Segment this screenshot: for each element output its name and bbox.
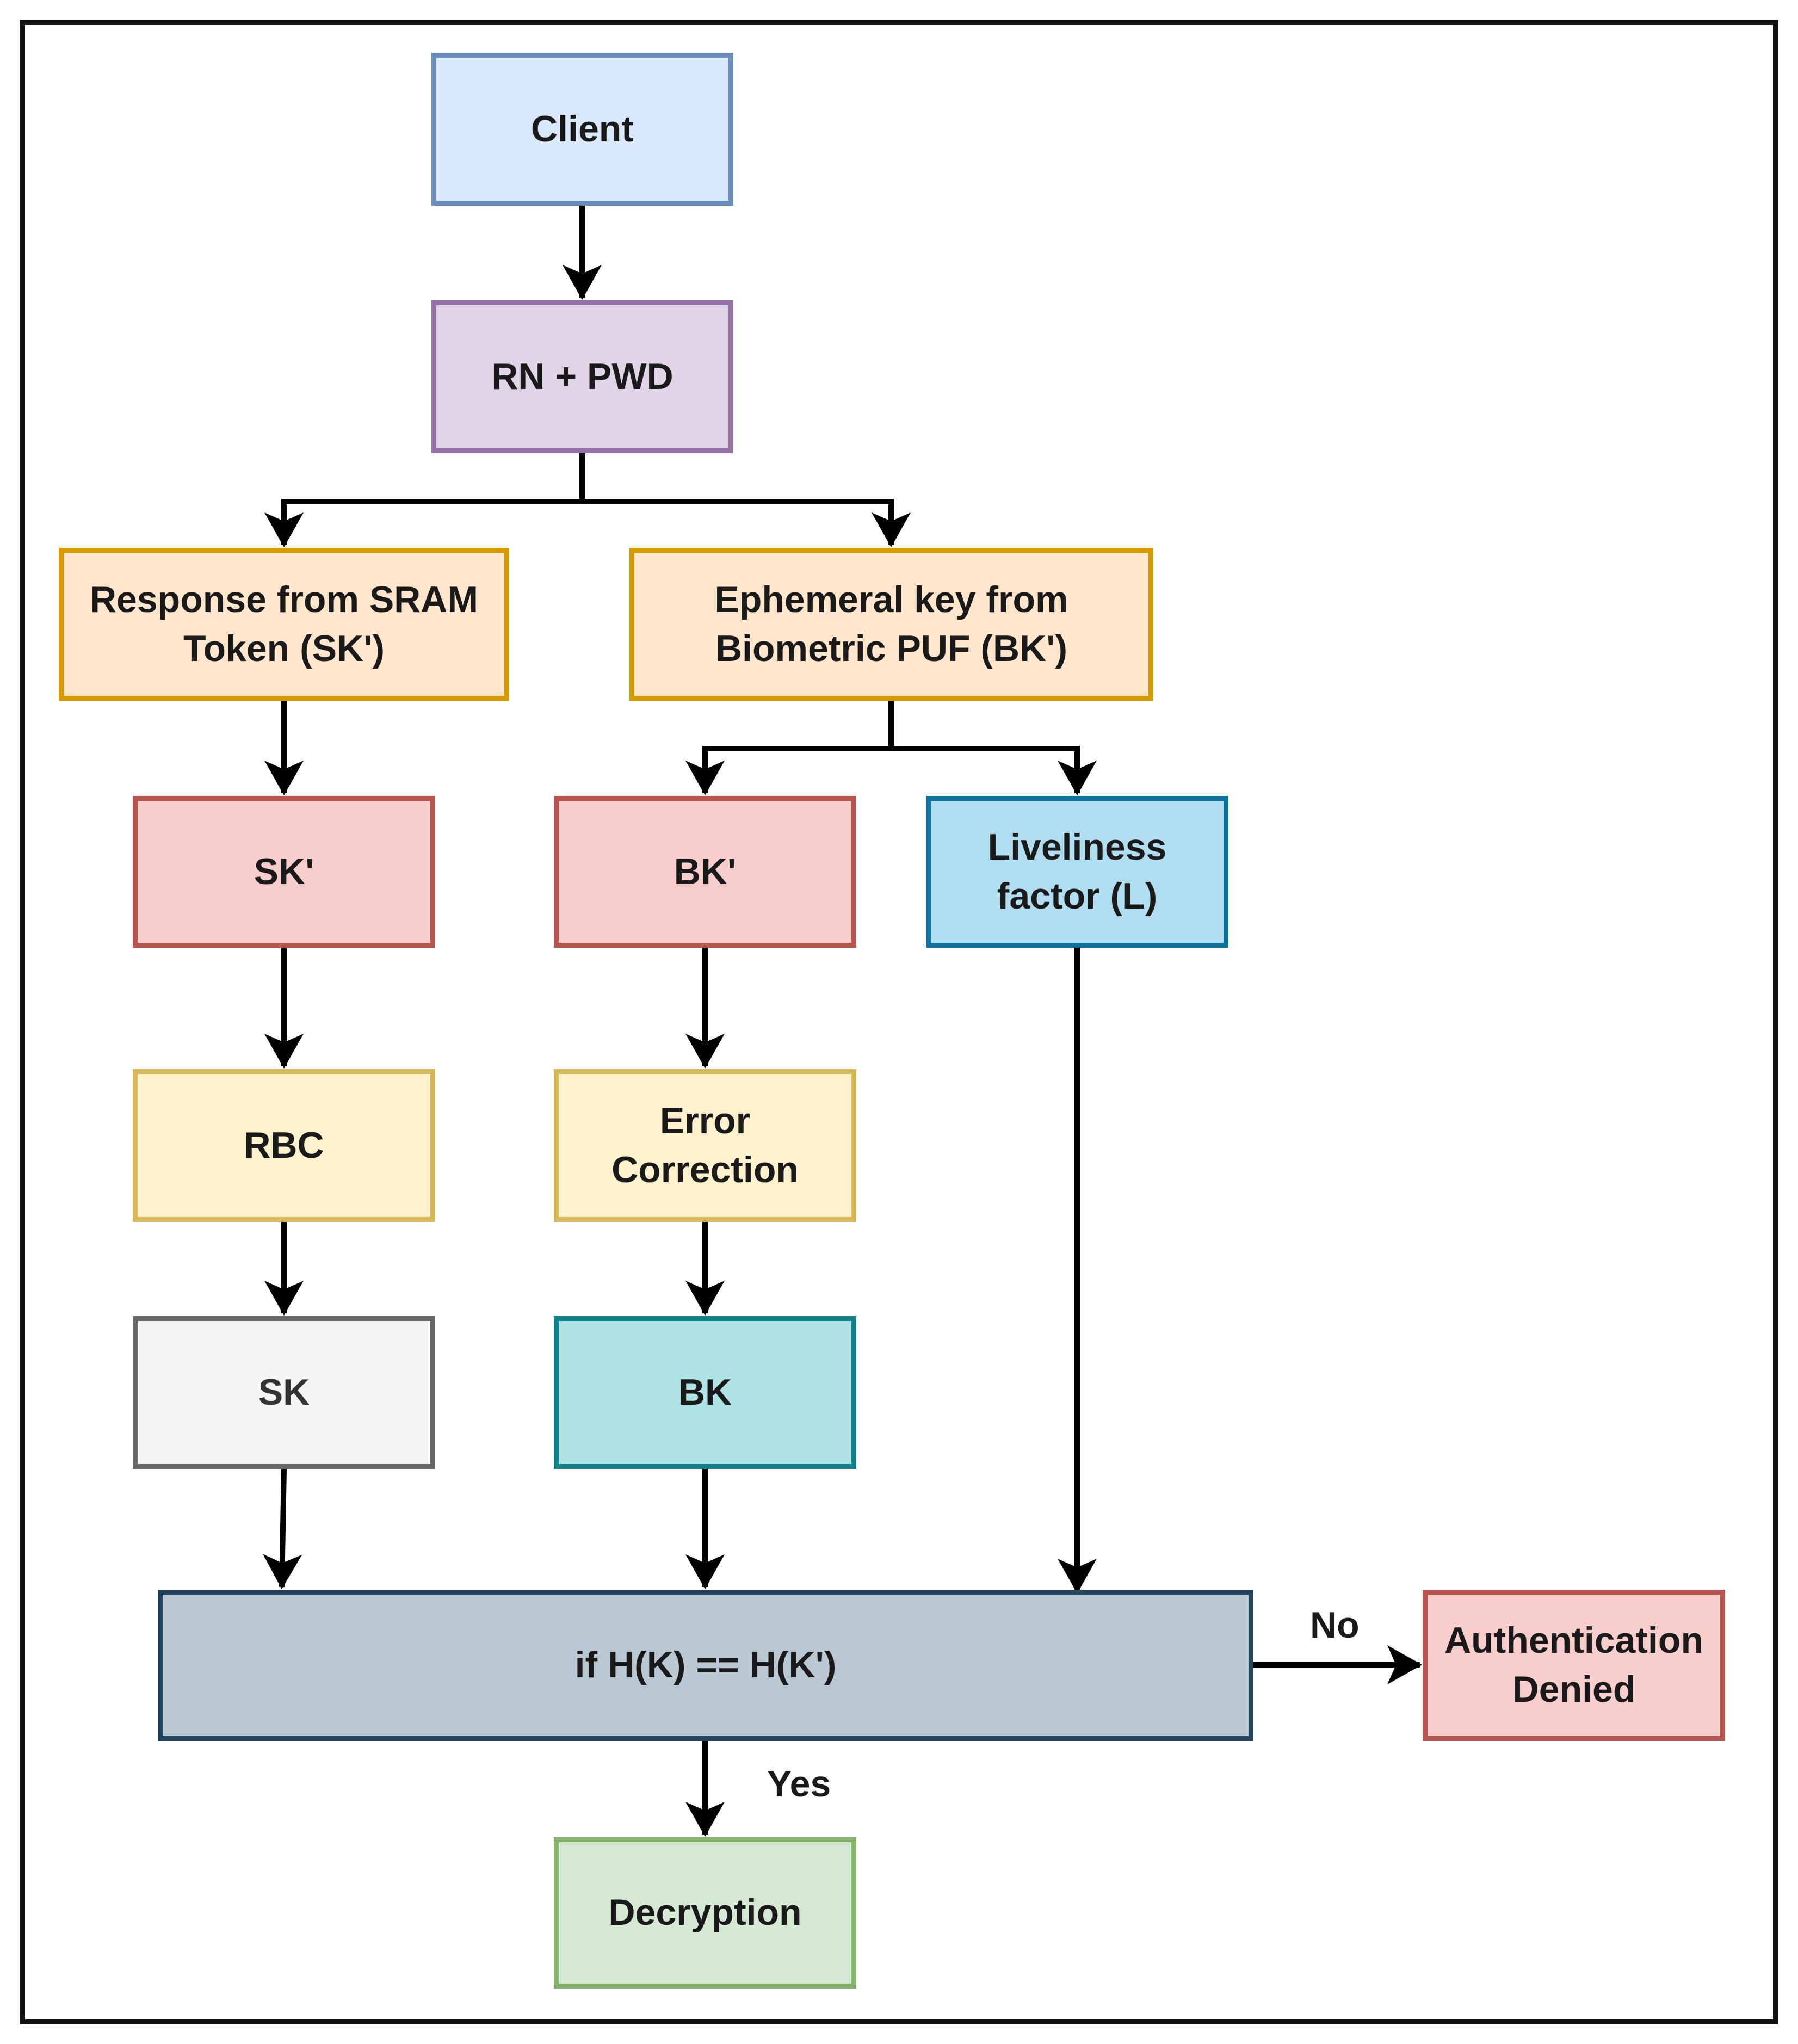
error-correction-node: Error Correction <box>554 1069 856 1222</box>
edge-rn-pwd-to-ephemeral-key <box>582 499 911 547</box>
ephemeral-key-node: Ephemeral key from Biometric PUF (BK') <box>629 548 1153 701</box>
sram-response-node: Response from SRAM Token (SK') <box>59 548 509 701</box>
liveliness-node: Liveliness factor (L) <box>926 796 1228 948</box>
rbc-node: RBC <box>133 1069 435 1222</box>
client-node: Client <box>431 53 733 206</box>
edge-ephemeral-key-to-liveliness <box>891 746 1097 795</box>
sk-prime-node: SK' <box>133 796 435 948</box>
edge-rn-pwd-to-sram-response <box>264 453 585 547</box>
bk-prime-node: BK' <box>554 796 856 948</box>
hash-compare-node: if H(K) == H(K') <box>158 1590 1253 1741</box>
decryption-node: Decryption <box>554 1837 856 1989</box>
auth-denied-node: Authentication Denied <box>1423 1590 1725 1741</box>
rn-pwd-node: RN + PWD <box>431 300 733 453</box>
no-edge-label: No <box>1310 1604 1360 1646</box>
edge-sk-to-hash-compare <box>263 1468 302 1589</box>
sk-node: SK <box>133 1316 435 1469</box>
yes-edge-label: Yes <box>767 1763 831 1805</box>
bk-node: BK <box>554 1316 856 1469</box>
edge-ephemeral-key-to-bk-prime <box>685 701 894 795</box>
